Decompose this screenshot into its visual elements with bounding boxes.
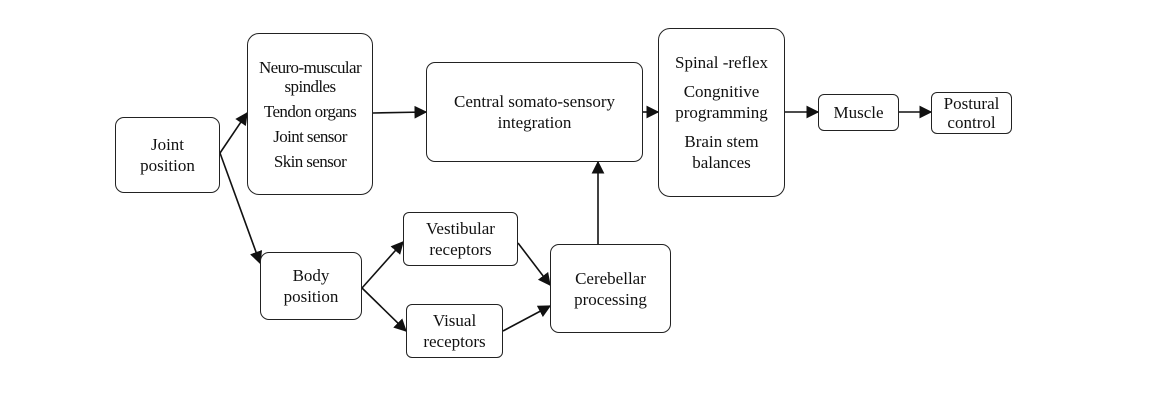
node-visual-receptors-line: receptors xyxy=(423,332,486,351)
node-central-integration-line: Central somato-sensory xyxy=(454,92,615,111)
node-cns-control: Spinal -reflex Congnitive programming Br… xyxy=(658,28,785,197)
node-cerebellar-processing: Cerebellar processing xyxy=(550,244,671,333)
node-joint-position-line: Joint xyxy=(150,135,185,154)
node-body-position-line: Body xyxy=(292,266,330,285)
node-vestibular-receptors: Vestibular receptors xyxy=(403,212,518,266)
cns-item: Spinal -reflex xyxy=(675,53,768,72)
arrow-visual-to-cerebellar xyxy=(502,305,552,332)
node-visual-receptors-line: Visual xyxy=(432,311,477,330)
node-vestibular-receptors-line: Vestibular xyxy=(426,219,495,238)
arrow-sensors-to-central xyxy=(372,105,428,119)
node-body-position-line: position xyxy=(283,287,339,306)
node-cerebellar-processing-line: Cerebellar xyxy=(575,268,646,288)
node-sensors: Neuro-muscular spindles Tendon organs Jo… xyxy=(247,33,373,195)
node-central-integration-line: integration xyxy=(497,113,572,132)
sensor-item: Joint sensor xyxy=(273,126,347,146)
sensor-item: Tendon organs xyxy=(263,101,357,121)
arrow-body-to-visual xyxy=(361,287,407,332)
node-vestibular-receptors-line: receptors xyxy=(429,240,492,259)
node-body-position: Body position xyxy=(260,252,362,320)
sensor-item: Skin sensor xyxy=(273,151,347,171)
node-central-integration: Central somato-sensory integration xyxy=(426,62,643,162)
node-joint-position: Joint position xyxy=(115,117,220,193)
node-muscle-label: Muscle xyxy=(833,103,884,122)
node-cerebellar-processing-line: processing xyxy=(574,289,647,309)
cns-item: Congnitive programming xyxy=(675,82,768,122)
sensor-item: Neuro-muscular spindles xyxy=(258,57,362,96)
arrow-joint-to-sensors xyxy=(219,111,248,154)
node-joint-position-line: position xyxy=(140,156,195,175)
node-postural-control: Postural control xyxy=(931,92,1012,134)
node-visual-receptors: Visual receptors xyxy=(406,304,503,358)
node-muscle: Muscle xyxy=(818,94,899,131)
arrow-vestibular-to-cerebellar xyxy=(517,242,551,287)
arrow-joint-to-body xyxy=(219,152,263,265)
arrow-body-to-vestibular xyxy=(361,241,404,289)
node-postural-control-line: Postural xyxy=(943,94,1000,113)
cns-item: Brain stem balances xyxy=(684,132,759,172)
node-postural-control-line: control xyxy=(947,113,996,132)
